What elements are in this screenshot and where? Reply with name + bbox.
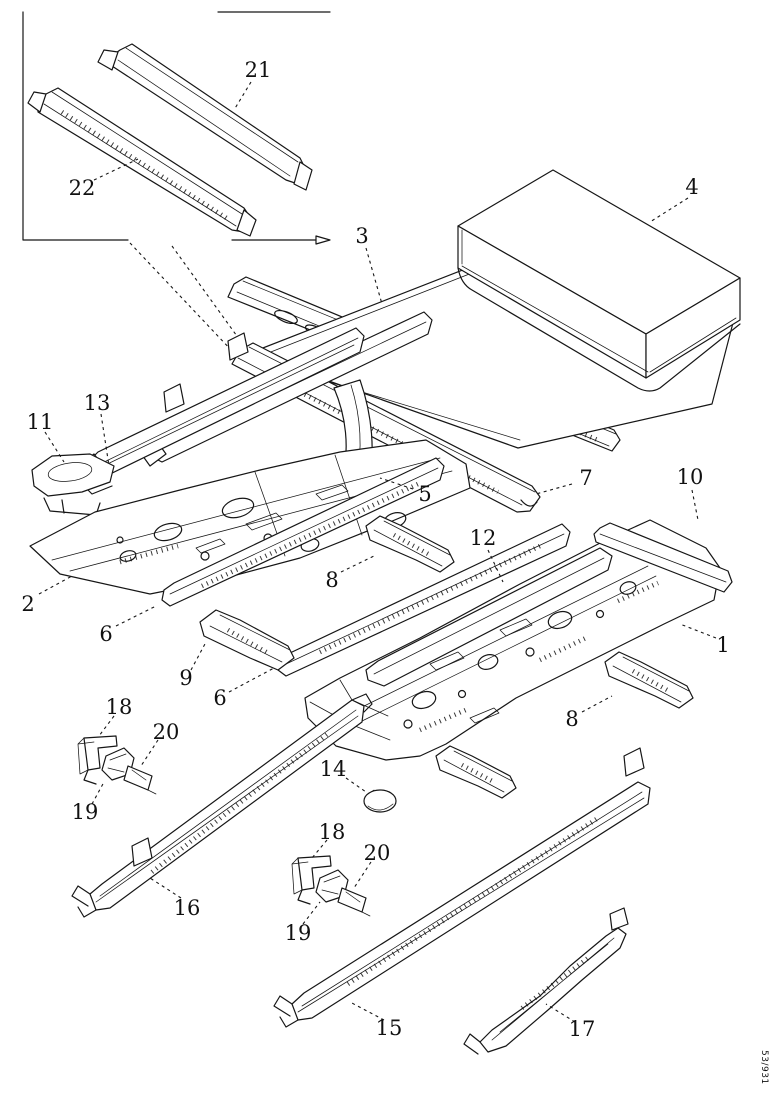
part-21-crossmember [97,43,313,191]
part-1-rear-floor-pan [304,519,733,761]
callout-9: 9 [179,666,192,690]
part-17-side-rail [463,907,629,1055]
part-18-angle-bracket [291,855,332,905]
callout-17: 17 [569,1017,596,1041]
part-8-bracket-left [365,515,455,573]
callout-4: 4 [685,175,698,199]
part-20-nut-plate [123,765,157,795]
callout-16: 16 [174,896,201,920]
inset-border [22,11,331,241]
callout-7: 7 [579,466,592,490]
callout-19: 19 [72,800,99,824]
callout-13: 13 [84,391,111,415]
part-13-front-rails [77,311,433,495]
callout-12: 12 [470,526,497,550]
clip-set-front [77,735,157,795]
callout-14: 14 [320,757,347,781]
callout-20: 20 [364,841,391,865]
callout-11: 11 [27,410,54,434]
part-16-side-rail [71,693,373,918]
part-9-channel-bracket [199,609,295,671]
part-18-angle-bracket [77,735,118,785]
part-6-rail-front [161,457,445,607]
callout-leader-lines [38,81,717,1023]
part-20-nut-plate [337,887,371,917]
callout-2: 2 [21,592,34,616]
callout-5: 5 [418,482,431,506]
part-10-side-rail [593,522,733,593]
callout-3: 3 [355,224,368,248]
callout-numbers: 21 22 3 4 11 13 2 5 7 10 12 1 6 6 9 8 8 … [21,58,729,1041]
part-22-crossmember [27,87,257,237]
part-4-block [457,169,741,392]
callout-1: 1 [716,633,729,657]
part-6-rail-rear [277,523,571,677]
inset-detail-box [22,11,331,353]
callout-22: 22 [69,176,96,200]
callout-21: 21 [245,58,272,82]
callout-8: 8 [325,568,338,592]
callout-19: 19 [285,921,312,945]
part-15-side-rail [273,747,651,1028]
callout-8: 8 [565,707,578,731]
callout-18: 18 [106,695,133,719]
callout-18: 18 [319,820,346,844]
callout-6: 6 [213,686,226,710]
callout-15: 15 [376,1016,403,1040]
part-8-bracket-right [604,651,694,709]
callout-20: 20 [153,720,180,744]
clip-set-rear [291,855,371,917]
part-11-bracket [31,453,115,516]
drawing-sheet-number: 53/931 [759,1050,769,1085]
part-12-seat-rail [365,547,613,687]
inset-location-leaders [129,242,248,353]
part-8-bracket-lower [435,745,517,799]
callout-10: 10 [677,465,704,489]
callout-6: 6 [99,622,112,646]
part-14-grommet [363,789,397,813]
inset-arrow-icon [315,235,331,245]
